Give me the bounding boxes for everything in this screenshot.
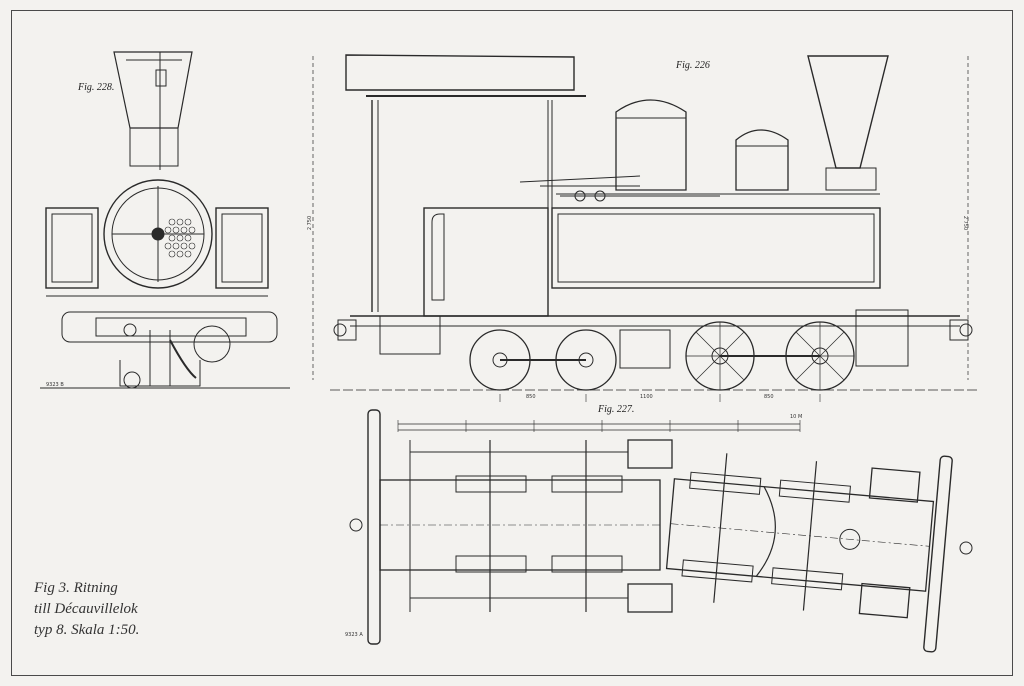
wheelbase-label-1: 850: [526, 394, 536, 400]
side-view-label: Fig. 226: [676, 60, 710, 71]
front-view-label: Fig. 228.: [78, 82, 115, 93]
drawing-frame: [11, 10, 1013, 676]
height-label-left: 2 750: [307, 215, 314, 231]
height-label-right: 2 750: [962, 215, 969, 231]
caption-line-1: Fig 3. Ritning: [34, 580, 118, 596]
plan-drawing-id: 9323 A: [345, 632, 363, 638]
caption-line-2: till Décauvillelok: [34, 601, 138, 617]
figure-caption: Fig 3. Ritning till Décauvillelok typ 8.…: [34, 578, 224, 641]
front-view: [40, 51, 290, 389]
side-view: [312, 54, 980, 402]
wheelbase-label-3: 850: [764, 394, 774, 400]
plan-view: [349, 409, 973, 653]
wheelbase-label-2: 1100: [640, 394, 653, 400]
scale-end-label: 10 M: [790, 414, 803, 420]
front-drawing-id: 9323 B: [46, 382, 64, 388]
caption-line-3: typ 8. Skala 1:50.: [34, 622, 140, 638]
plan-view-label: Fig. 227.: [598, 404, 635, 415]
